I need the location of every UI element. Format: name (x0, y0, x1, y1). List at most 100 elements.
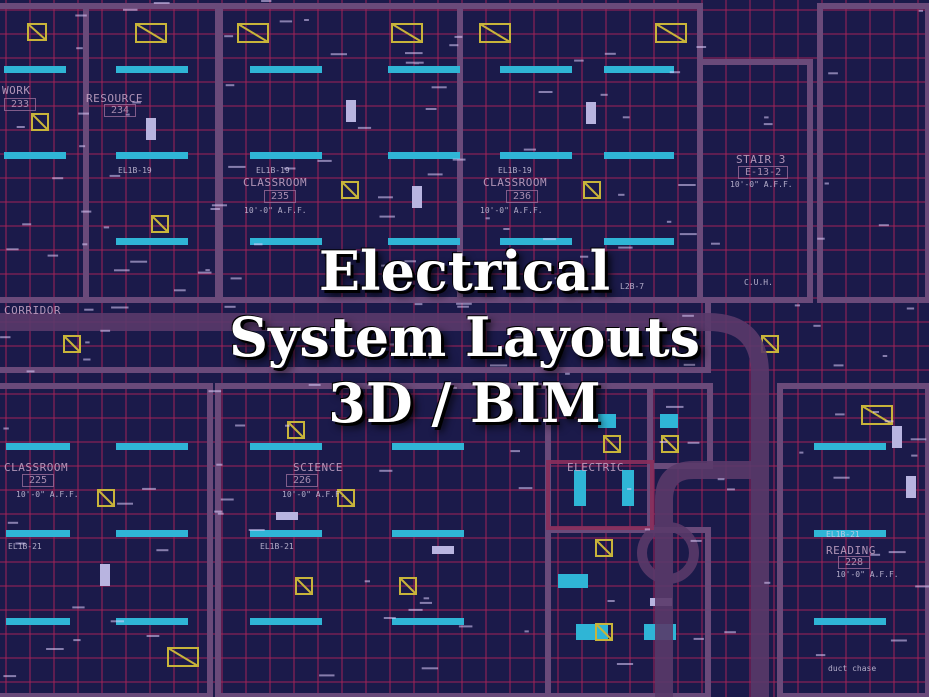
annotation-mark (205, 269, 210, 272)
light-fixture (6, 530, 70, 537)
light-fixture (250, 618, 322, 625)
annotation-mark (405, 61, 424, 64)
annotation-mark (383, 617, 396, 619)
title-line-2: System Layouts (229, 305, 700, 369)
annotation-mark (794, 304, 800, 307)
annotation-mark (379, 215, 395, 218)
device-symbol-diag (761, 335, 779, 353)
annotation-mark (72, 606, 85, 609)
duct-chase-tag: duct chase (828, 664, 877, 673)
device-symbol-diag (661, 435, 679, 453)
annotation-mark (79, 145, 86, 148)
annotation-mark (711, 242, 720, 245)
annotation-mark (197, 271, 212, 274)
annotation-mark (910, 438, 927, 441)
annotation-mark (109, 174, 121, 177)
light-fixture (250, 530, 322, 537)
annotation-mark (114, 269, 130, 272)
annotation-mark (561, 265, 567, 268)
annotation-mark (357, 126, 372, 129)
device-symbol (655, 23, 687, 43)
annotation-mark (693, 637, 704, 640)
annotation-mark (73, 639, 81, 642)
annotation-mark (279, 20, 293, 23)
junction-box (906, 476, 916, 498)
circuit-tag: EL1B-21 (8, 542, 42, 551)
duct-ring (637, 522, 699, 584)
annotation-mark (22, 223, 32, 226)
walls (0, 3, 929, 697)
junction-box (586, 102, 596, 124)
room-label-electric: ELECTRIC (567, 461, 624, 474)
annotation-mark (248, 529, 265, 531)
light-fixture (604, 238, 674, 245)
room-number-235: 235 (264, 190, 297, 203)
device-symbol (237, 23, 269, 43)
annotation-mark (454, 35, 463, 38)
annotation-mark (381, 264, 397, 267)
annotation-mark (683, 363, 696, 366)
room-number-225: 225 (22, 474, 55, 487)
light-fixture (392, 530, 464, 537)
annotation-mark (618, 246, 633, 249)
annotation-mark (46, 648, 64, 650)
annotation-mark (85, 341, 90, 344)
light-fixture (392, 618, 464, 625)
annotation-mark (216, 463, 223, 466)
aff-tag: 10'-0" A.F.F. (480, 206, 543, 215)
device-symbol-diag (151, 215, 169, 233)
light-fixture (500, 152, 572, 159)
annotation-mark (884, 420, 894, 423)
device-symbol-diag (595, 539, 613, 557)
light-fixture (392, 443, 464, 450)
device-symbol (97, 489, 115, 507)
annotation-mark (918, 9, 923, 12)
annotation-mark (503, 228, 510, 230)
annotation-mark (627, 488, 632, 490)
annotation-mark (451, 386, 457, 389)
annotation-mark (452, 158, 466, 161)
device-symbol-diag (399, 577, 417, 595)
device-symbol (341, 181, 359, 199)
wall (777, 383, 929, 697)
device-symbol-diag (167, 647, 199, 667)
annotation-mark (235, 424, 246, 427)
circuit-tag: EL1B-21 (826, 530, 860, 539)
annotation-mark (379, 469, 393, 472)
annotation-mark (518, 487, 533, 490)
annotation-mark (284, 167, 296, 170)
wall (0, 297, 711, 373)
device-symbol-diag (583, 181, 601, 199)
junction-box (432, 546, 454, 554)
cuh-tag: C.U.H. (744, 278, 773, 287)
annotation-mark (408, 608, 423, 611)
annotation-mark (220, 498, 234, 501)
light-fixture (604, 66, 674, 73)
device-symbol (167, 647, 199, 667)
light-fixture (604, 152, 674, 159)
light-fixture (660, 414, 678, 428)
annotation-mark (100, 329, 111, 332)
device-symbol-diag (337, 489, 355, 507)
annotation-mark (421, 667, 439, 670)
annotation-mark (404, 260, 416, 263)
device-symbol-diag (295, 577, 313, 595)
annotation-mark (604, 52, 616, 55)
annotation-mark (687, 441, 700, 444)
device-symbol-diag (341, 181, 359, 199)
annotation-mark (763, 123, 773, 126)
device-symbol-diag (31, 113, 49, 131)
light-fixture (388, 152, 460, 159)
circuit-tag: EL1B-19 (498, 166, 532, 175)
junction-box (276, 512, 298, 520)
annotation-mark (543, 238, 556, 241)
annotation-mark (828, 72, 838, 75)
annotation-mark (117, 502, 133, 505)
annotation-mark (382, 343, 397, 346)
annotation-mark (882, 355, 888, 357)
annotation-mark (317, 159, 332, 162)
light-fixture (250, 66, 322, 73)
light-fixture (116, 443, 188, 450)
banner-title: Electrical System Layouts 3D / BIM (0, 238, 929, 436)
